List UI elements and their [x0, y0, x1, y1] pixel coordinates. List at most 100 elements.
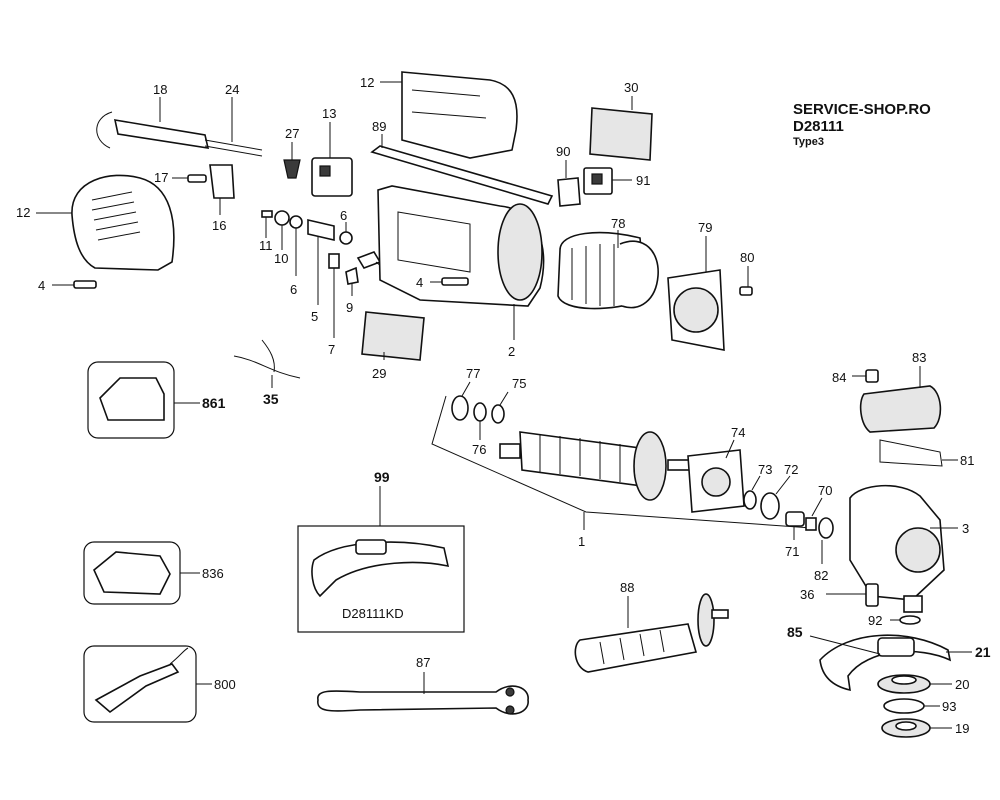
part-9-spring	[345, 266, 359, 296]
part-29-label	[361, 311, 425, 361]
diagram-header: SERVICE-SHOP.RO D28111 Type3	[793, 101, 931, 148]
part-73-washer	[743, 475, 761, 510]
label-91: 91	[636, 173, 650, 188]
label-4-center: 4	[416, 275, 423, 290]
label-10: 10	[274, 251, 288, 266]
type-label: Type3	[793, 136, 824, 148]
part-35-wire-harness	[233, 339, 301, 388]
label-1: 1	[578, 534, 585, 549]
label-76: 76	[472, 442, 486, 457]
label-27: 27	[285, 126, 299, 141]
part-17-screw	[172, 174, 207, 183]
part-4-screw-left	[52, 280, 97, 289]
label-11: 11	[259, 238, 273, 253]
label-84: 84	[832, 370, 846, 385]
part-19-outer-flange	[881, 718, 952, 738]
part-16-cord-clamp	[209, 164, 235, 215]
label-6-left: 6	[290, 282, 297, 297]
part-13-switch	[311, 122, 353, 197]
label-99: 99	[374, 469, 390, 485]
label-18: 18	[153, 82, 167, 97]
label-79: 79	[698, 220, 712, 235]
part-93-washer	[883, 698, 940, 714]
part-89-slider	[370, 134, 554, 205]
part-6-ring-left	[289, 215, 303, 276]
label-73: 73	[758, 462, 772, 477]
part-3-gear-case	[849, 484, 958, 613]
part-861-carry-case	[87, 361, 200, 439]
label-71: 71	[785, 544, 799, 559]
part-90-brush-cap	[557, 160, 581, 207]
label-92: 92	[868, 613, 882, 628]
label-2: 2	[508, 344, 515, 359]
label-19: 19	[955, 721, 969, 736]
part-80-screw	[739, 266, 753, 296]
label-20: 20	[955, 677, 969, 692]
part-1-armature-assembly	[431, 395, 813, 530]
part-75-washer	[491, 391, 509, 424]
model-number: D28111	[793, 118, 844, 135]
part-82-o-ring	[818, 517, 834, 564]
label-861: 861	[202, 395, 226, 411]
kit-box-caption: D28111KD	[342, 606, 404, 621]
part-87-spanner-wrench	[317, 672, 529, 715]
part-81-clip	[879, 439, 958, 467]
part-836-tool-case	[83, 541, 200, 605]
part-72-bearing	[760, 475, 791, 520]
part-77-bearing	[451, 381, 471, 421]
label-24: 24	[225, 82, 239, 97]
label-800: 800	[214, 677, 236, 692]
label-35: 35	[263, 391, 279, 407]
label-9: 9	[346, 300, 353, 315]
part-800-service-tool	[83, 645, 212, 723]
label-30: 30	[624, 80, 638, 95]
label-3: 3	[962, 521, 969, 536]
part-84-screw	[852, 369, 879, 383]
label-85: 85	[787, 624, 803, 640]
label-88: 88	[620, 580, 634, 595]
part-18-power-cord	[96, 97, 263, 157]
part-70-nut	[805, 497, 823, 531]
label-5: 5	[311, 309, 318, 324]
part-99-kit-box: D28111KD	[297, 525, 465, 633]
label-89: 89	[372, 119, 386, 134]
label-12-left: 12	[16, 205, 30, 220]
label-7: 7	[328, 342, 335, 357]
label-72: 72	[784, 462, 798, 477]
part-12-rear-housing	[36, 174, 175, 271]
label-78: 78	[611, 216, 625, 231]
label-80: 80	[740, 250, 754, 265]
label-13: 13	[322, 106, 336, 121]
part-88-side-handle	[574, 593, 729, 673]
label-4-left: 4	[38, 278, 45, 293]
label-75: 75	[512, 376, 526, 391]
label-36: 36	[800, 587, 814, 602]
part-83-gear-cover	[859, 366, 942, 433]
part-91-brush-holder	[583, 167, 632, 195]
label-81: 81	[960, 453, 974, 468]
label-77: 77	[466, 366, 480, 381]
part-2-motor-housing	[377, 185, 545, 340]
part-10-washer	[274, 210, 290, 250]
part-20-inner-flange	[877, 674, 952, 694]
part-12-main-housing	[380, 71, 518, 159]
part-74-fan	[687, 439, 745, 513]
label-21: 21	[975, 644, 991, 660]
part-78-stator	[557, 230, 659, 310]
label-836: 836	[202, 566, 224, 581]
part-76-washer	[473, 402, 487, 440]
label-82: 82	[814, 568, 828, 583]
label-70: 70	[818, 483, 832, 498]
label-6-right: 6	[340, 208, 347, 223]
label-12-top: 12	[360, 75, 374, 90]
part-92-washer	[890, 615, 921, 625]
part-21-guard	[809, 634, 972, 692]
part-7-actuator	[328, 253, 340, 338]
part-11-screw	[261, 210, 273, 238]
label-90: 90	[556, 144, 570, 159]
part-5-switch-lever	[307, 218, 335, 305]
part-36-spindle-lock	[826, 583, 879, 607]
label-29: 29	[372, 366, 386, 381]
part-27-spring	[283, 142, 301, 179]
label-83: 83	[912, 350, 926, 365]
